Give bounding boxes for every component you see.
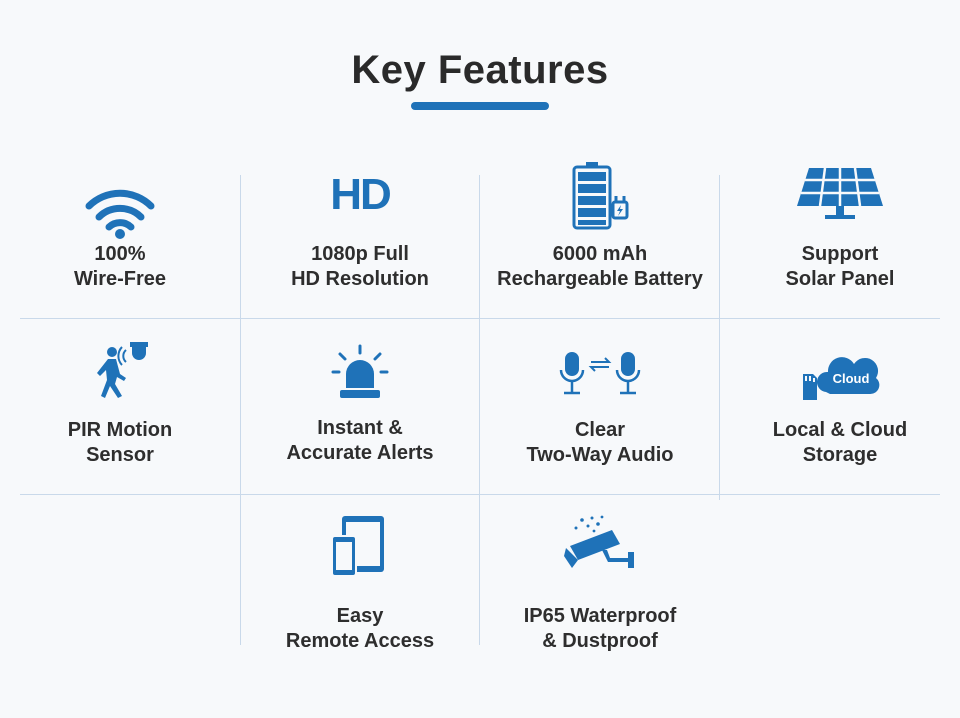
feature-label-line2: Solar Panel [785,268,895,290]
grid-line-h2 [20,494,940,495]
motion-sensor-icon [0,330,240,400]
feature-label-line2: Accurate Alerts [286,442,434,464]
feature-label-line1: IP65 Waterproof [523,605,677,627]
title-underline [411,102,549,110]
feature-label-line2: Sensor [86,444,154,466]
feature-instant-alerts: Instant & Accurate Alerts [240,330,480,480]
feature-label-line2: Two-Way Audio [526,444,674,466]
battery-charging-icon [480,160,720,230]
grid-line-v2 [479,175,480,645]
grid-line-v3 [719,175,720,500]
grid-line-v1 [240,175,241,645]
feature-label-line2: Rechargeable Battery [497,268,703,290]
feature-label-line2: Remote Access [285,630,435,652]
feature-label-line1: Instant & [317,417,403,439]
feature-label-line1: Local & Cloud [772,419,908,441]
feature-label-line2: & Dustproof [542,630,658,652]
hd-icon: HD [240,150,480,220]
solar-panel-icon [720,150,960,220]
feature-label-line2: Wire-Free [73,268,167,290]
feature-ip65-waterproof: IP65 Waterproof & Dustproof [480,508,720,658]
waterproof-camera-icon [480,508,720,578]
cloud-icon-text: Cloud [832,371,870,386]
feature-label-line1: PIR Motion [67,419,173,441]
feature-label-line2: Storage [802,444,878,466]
feature-label-line1: 6000 mAh [552,243,648,265]
feature-label-line2: HD Resolution [291,268,429,290]
grid-line-h1 [20,318,940,319]
feature-label-line1: Clear [574,419,626,441]
feature-label-line1: Easy [336,605,384,627]
page-title: Key Features [351,48,609,92]
wifi-icon [0,170,240,240]
feature-label-line1: Support [801,243,879,265]
feature-wire-free: 100% Wire-Free [0,150,240,300]
two-way-microphone-icon [480,330,720,400]
feature-hd-resolution: HD 1080p Full HD Resolution [240,150,480,300]
feature-label-line1: 100% [94,243,146,265]
sd-card-cloud-icon: Cloud [720,330,960,400]
hd-icon-text: HD [330,170,392,219]
feature-label-line1: 1080p Full [311,243,409,265]
alarm-light-icon [240,330,480,400]
tablet-phone-icon [240,508,480,578]
